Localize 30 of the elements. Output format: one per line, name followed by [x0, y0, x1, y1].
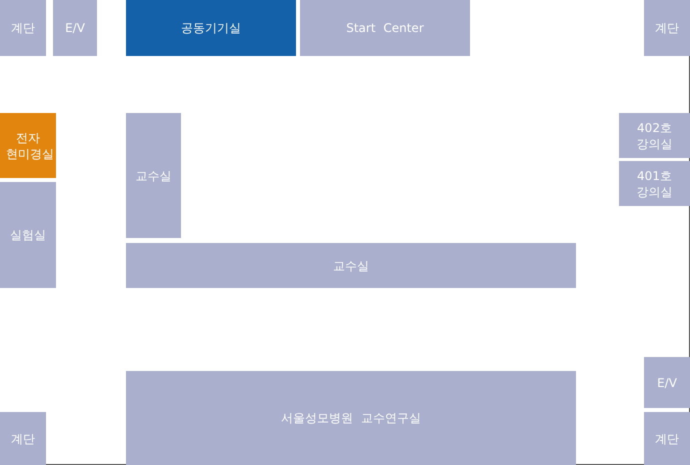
- room-block: [0, 412, 46, 465]
- room-block: [0, 0, 46, 56]
- room-block: [126, 113, 181, 238]
- room-label: 실험실: [10, 227, 46, 243]
- room-block: [644, 0, 690, 56]
- room-label: 계단: [11, 430, 35, 446]
- room-block: [53, 0, 97, 56]
- room-label: Start Center: [346, 20, 424, 36]
- room-block: [0, 113, 56, 178]
- room-label: 계단: [655, 430, 679, 446]
- room-block: [644, 357, 690, 408]
- room-block: [0, 182, 56, 288]
- room-block: [126, 0, 296, 56]
- room-block: [619, 161, 690, 206]
- room-label: 401호 강의실: [636, 168, 674, 200]
- room-block: [126, 243, 576, 288]
- room-block: [619, 113, 690, 158]
- room-label: 교수실: [333, 258, 369, 274]
- room-block: [126, 371, 576, 465]
- room-label: E/V: [65, 20, 85, 36]
- room-label: 계단: [11, 20, 35, 36]
- room-label: 계단: [655, 20, 679, 36]
- room-label: 전자 현미경실: [6, 130, 50, 162]
- room-label: E/V: [657, 374, 677, 390]
- room-label: 서울성모병원 교수연구실: [281, 410, 421, 426]
- room-block: [300, 0, 470, 56]
- room-label: 교수실: [136, 168, 172, 184]
- room-label: 402호 강의실: [636, 120, 674, 152]
- room-block: [644, 412, 690, 465]
- room-label: 공동기기실: [181, 20, 241, 36]
